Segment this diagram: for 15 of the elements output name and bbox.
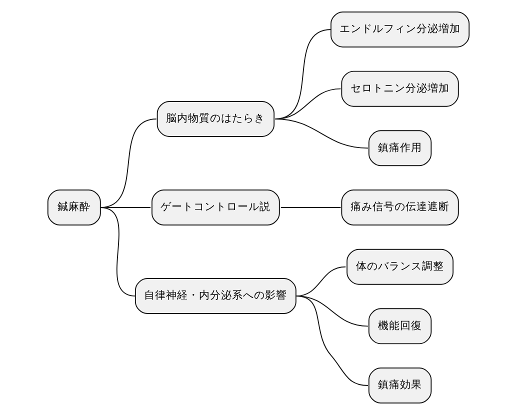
node-box: 機能回復 <box>368 308 432 344</box>
connector <box>294 296 368 386</box>
node-box: 自律神経・内分泌系への影響 <box>134 278 296 314</box>
node-box: 鎮痛効果 <box>368 368 432 404</box>
connector <box>274 118 368 149</box>
node-box: ゲートコントロール説 <box>151 190 280 226</box>
node-box: 鍼麻酔 <box>46 190 100 226</box>
node-box: 痛み信号の伝達遮断 <box>340 190 458 226</box>
node-box: エンドルフィン分泌増加 <box>330 11 470 48</box>
node-box: 脳内物質のはたらき <box>156 100 274 137</box>
node-box: 鎮痛作用 <box>368 130 432 166</box>
connector <box>280 207 341 208</box>
node-box: 体のバランス調整 <box>346 248 454 285</box>
connector <box>99 207 136 297</box>
node-box: セロトニン分泌増加 <box>340 70 458 107</box>
